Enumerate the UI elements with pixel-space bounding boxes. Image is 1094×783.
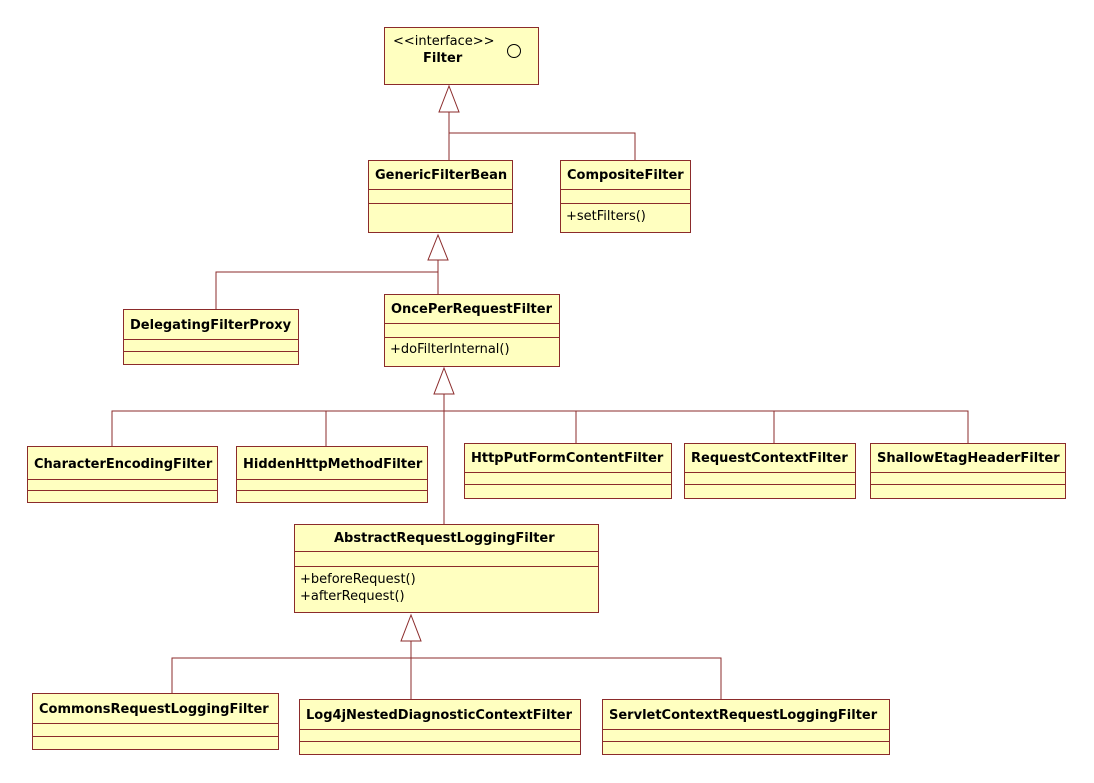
class-name-once-per-request-filter: OncePerRequestFilter bbox=[391, 302, 552, 317]
operation-do-filter-internal: +doFilterInternal() bbox=[390, 342, 510, 357]
class-name-abstract-request-logging-filter: AbstractRequestLoggingFilter bbox=[334, 531, 555, 546]
class-box-http-put-form-content-filter[interactable]: HttpPutFormContentFilter bbox=[464, 443, 672, 499]
operations-separator bbox=[871, 484, 1065, 485]
class-name-composite-filter: CompositeFilter bbox=[567, 168, 684, 183]
class-name-request-context-filter: RequestContextFilter bbox=[691, 451, 848, 466]
operations-separator bbox=[561, 203, 690, 204]
operations-separator bbox=[124, 351, 298, 352]
attributes-separator bbox=[124, 339, 298, 340]
operations-separator bbox=[685, 484, 855, 485]
edge-line bbox=[215, 271, 438, 309]
attributes-separator bbox=[300, 729, 580, 730]
class-box-request-context-filter[interactable]: RequestContextFilter bbox=[684, 443, 856, 499]
attributes-separator bbox=[603, 729, 889, 730]
operations-separator bbox=[295, 566, 598, 567]
operations-separator bbox=[300, 741, 580, 742]
class-box-hidden-http-method-filter[interactable]: HiddenHttpMethodFilter bbox=[236, 446, 428, 503]
operations-separator bbox=[465, 484, 671, 485]
class-name-log4j-nested-diagnostic-context-filter: Log4jNestedDiagnosticContextFilter bbox=[306, 708, 573, 723]
class-name-hidden-http-method-filter: HiddenHttpMethodFilter bbox=[243, 457, 423, 472]
class-box-shallow-etag-header-filter[interactable]: ShallowEtagHeaderFilter bbox=[870, 443, 1066, 499]
class-name-delegating-filter-proxy: DelegatingFilterProxy bbox=[130, 318, 292, 333]
operations-separator bbox=[33, 736, 278, 737]
generalization-arrow-generic-filter-bean bbox=[427, 233, 449, 261]
class-box-delegating-filter-proxy[interactable]: DelegatingFilterProxy bbox=[123, 309, 299, 365]
class-name-shallow-etag-header-filter: ShallowEtagHeaderFilter bbox=[877, 451, 1060, 466]
attributes-separator bbox=[33, 723, 278, 724]
operations-separator bbox=[603, 741, 889, 742]
operation-set-filters: +setFilters() bbox=[566, 209, 646, 224]
attributes-separator bbox=[561, 189, 690, 190]
class-box-composite-filter[interactable]: CompositeFilter +setFilters() bbox=[560, 160, 691, 233]
class-box-servlet-context-request-logging-filter[interactable]: ServletContextRequestLoggingFilter bbox=[602, 699, 890, 755]
operations-separator bbox=[237, 490, 427, 491]
class-name-servlet-context-request-logging-filter: ServletContextRequestLoggingFilter bbox=[609, 708, 878, 723]
operations-separator bbox=[385, 337, 559, 338]
operation-after-request: +afterRequest() bbox=[300, 589, 405, 604]
class-box-log4j-nested-diagnostic-context-filter[interactable]: Log4jNestedDiagnosticContextFilter bbox=[299, 699, 581, 755]
attributes-separator bbox=[871, 472, 1065, 473]
class-box-filter[interactable]: <<interface>> Filter bbox=[384, 27, 539, 85]
attributes-separator bbox=[369, 189, 512, 190]
class-name-filter: Filter bbox=[423, 51, 463, 66]
class-name-commons-request-logging-filter: CommonsRequestLoggingFilter bbox=[39, 702, 269, 717]
generalization-arrow-filter bbox=[438, 84, 460, 113]
class-box-commons-request-logging-filter[interactable]: CommonsRequestLoggingFilter bbox=[32, 693, 279, 750]
class-name-character-encoding-filter: CharacterEncodingFilter bbox=[34, 457, 213, 472]
operations-separator bbox=[28, 490, 217, 491]
class-name-generic-filter-bean: GenericFilterBean bbox=[375, 168, 508, 183]
attributes-separator bbox=[685, 472, 855, 473]
class-box-abstract-request-logging-filter[interactable]: AbstractRequestLoggingFilter +beforeRequ… bbox=[294, 524, 599, 613]
interface-circle-icon bbox=[507, 44, 521, 58]
class-name-http-put-form-content-filter: HttpPutFormContentFilter bbox=[471, 451, 664, 466]
attributes-separator bbox=[237, 479, 427, 480]
attributes-separator bbox=[465, 472, 671, 473]
class-box-once-per-request-filter[interactable]: OncePerRequestFilter +doFilterInternal() bbox=[384, 294, 560, 367]
generalization-arrow-abstract-request-logging-filter bbox=[400, 613, 422, 642]
attributes-separator bbox=[295, 551, 598, 552]
edge-line bbox=[449, 132, 636, 160]
edge-line bbox=[171, 657, 722, 699]
operations-separator bbox=[369, 203, 512, 204]
generalization-arrow-once-per-request-filter bbox=[433, 366, 455, 395]
attributes-separator bbox=[28, 479, 217, 480]
operation-before-request: +beforeRequest() bbox=[300, 572, 416, 587]
class-box-generic-filter-bean[interactable]: GenericFilterBean bbox=[368, 160, 513, 233]
interface-stereotype: <<interface>> bbox=[393, 34, 495, 49]
attributes-separator bbox=[385, 323, 559, 324]
class-box-character-encoding-filter[interactable]: CharacterEncodingFilter bbox=[27, 446, 218, 503]
edge-line bbox=[111, 410, 969, 446]
